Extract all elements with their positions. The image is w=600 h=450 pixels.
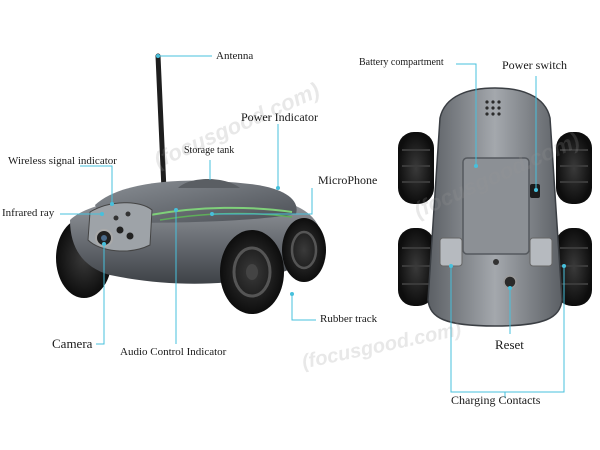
- label-audio-control-indicator: Audio Control Indicator: [120, 346, 227, 358]
- label-infrared-ray: Infrared ray: [2, 207, 55, 219]
- antenna: [155, 53, 167, 193]
- label-wireless-signal-indicator: Wireless signal indicator: [8, 155, 117, 167]
- charging-contact-left: [439, 237, 463, 267]
- label-microphone: MicroPhone: [318, 173, 378, 187]
- label-camera: Camera: [52, 336, 93, 351]
- accent-stripe: [149, 206, 293, 216]
- label-power-switch: Power switch: [502, 58, 567, 72]
- storage-tank: [178, 179, 240, 188]
- back-view: [398, 87, 592, 327]
- speaker-grille: [485, 100, 501, 116]
- callout-lines: [60, 55, 565, 398]
- label-antenna: Antenna: [216, 50, 254, 62]
- label-battery-compartment: Battery compartment: [359, 57, 444, 68]
- callout-dots: [100, 54, 566, 296]
- battery-compartment: [462, 157, 530, 255]
- front-track-2: [282, 218, 326, 282]
- front-view: [56, 53, 326, 314]
- label-power-indicator: Power Indicator: [241, 110, 318, 124]
- label-reset: Reset: [495, 337, 524, 352]
- label-storage-tank: Storage tank: [184, 145, 235, 156]
- charging-contact-right: [529, 237, 553, 267]
- label-charging-contacts: Charging Contacts: [451, 393, 541, 407]
- label-rubber-track: Rubber track: [320, 313, 378, 325]
